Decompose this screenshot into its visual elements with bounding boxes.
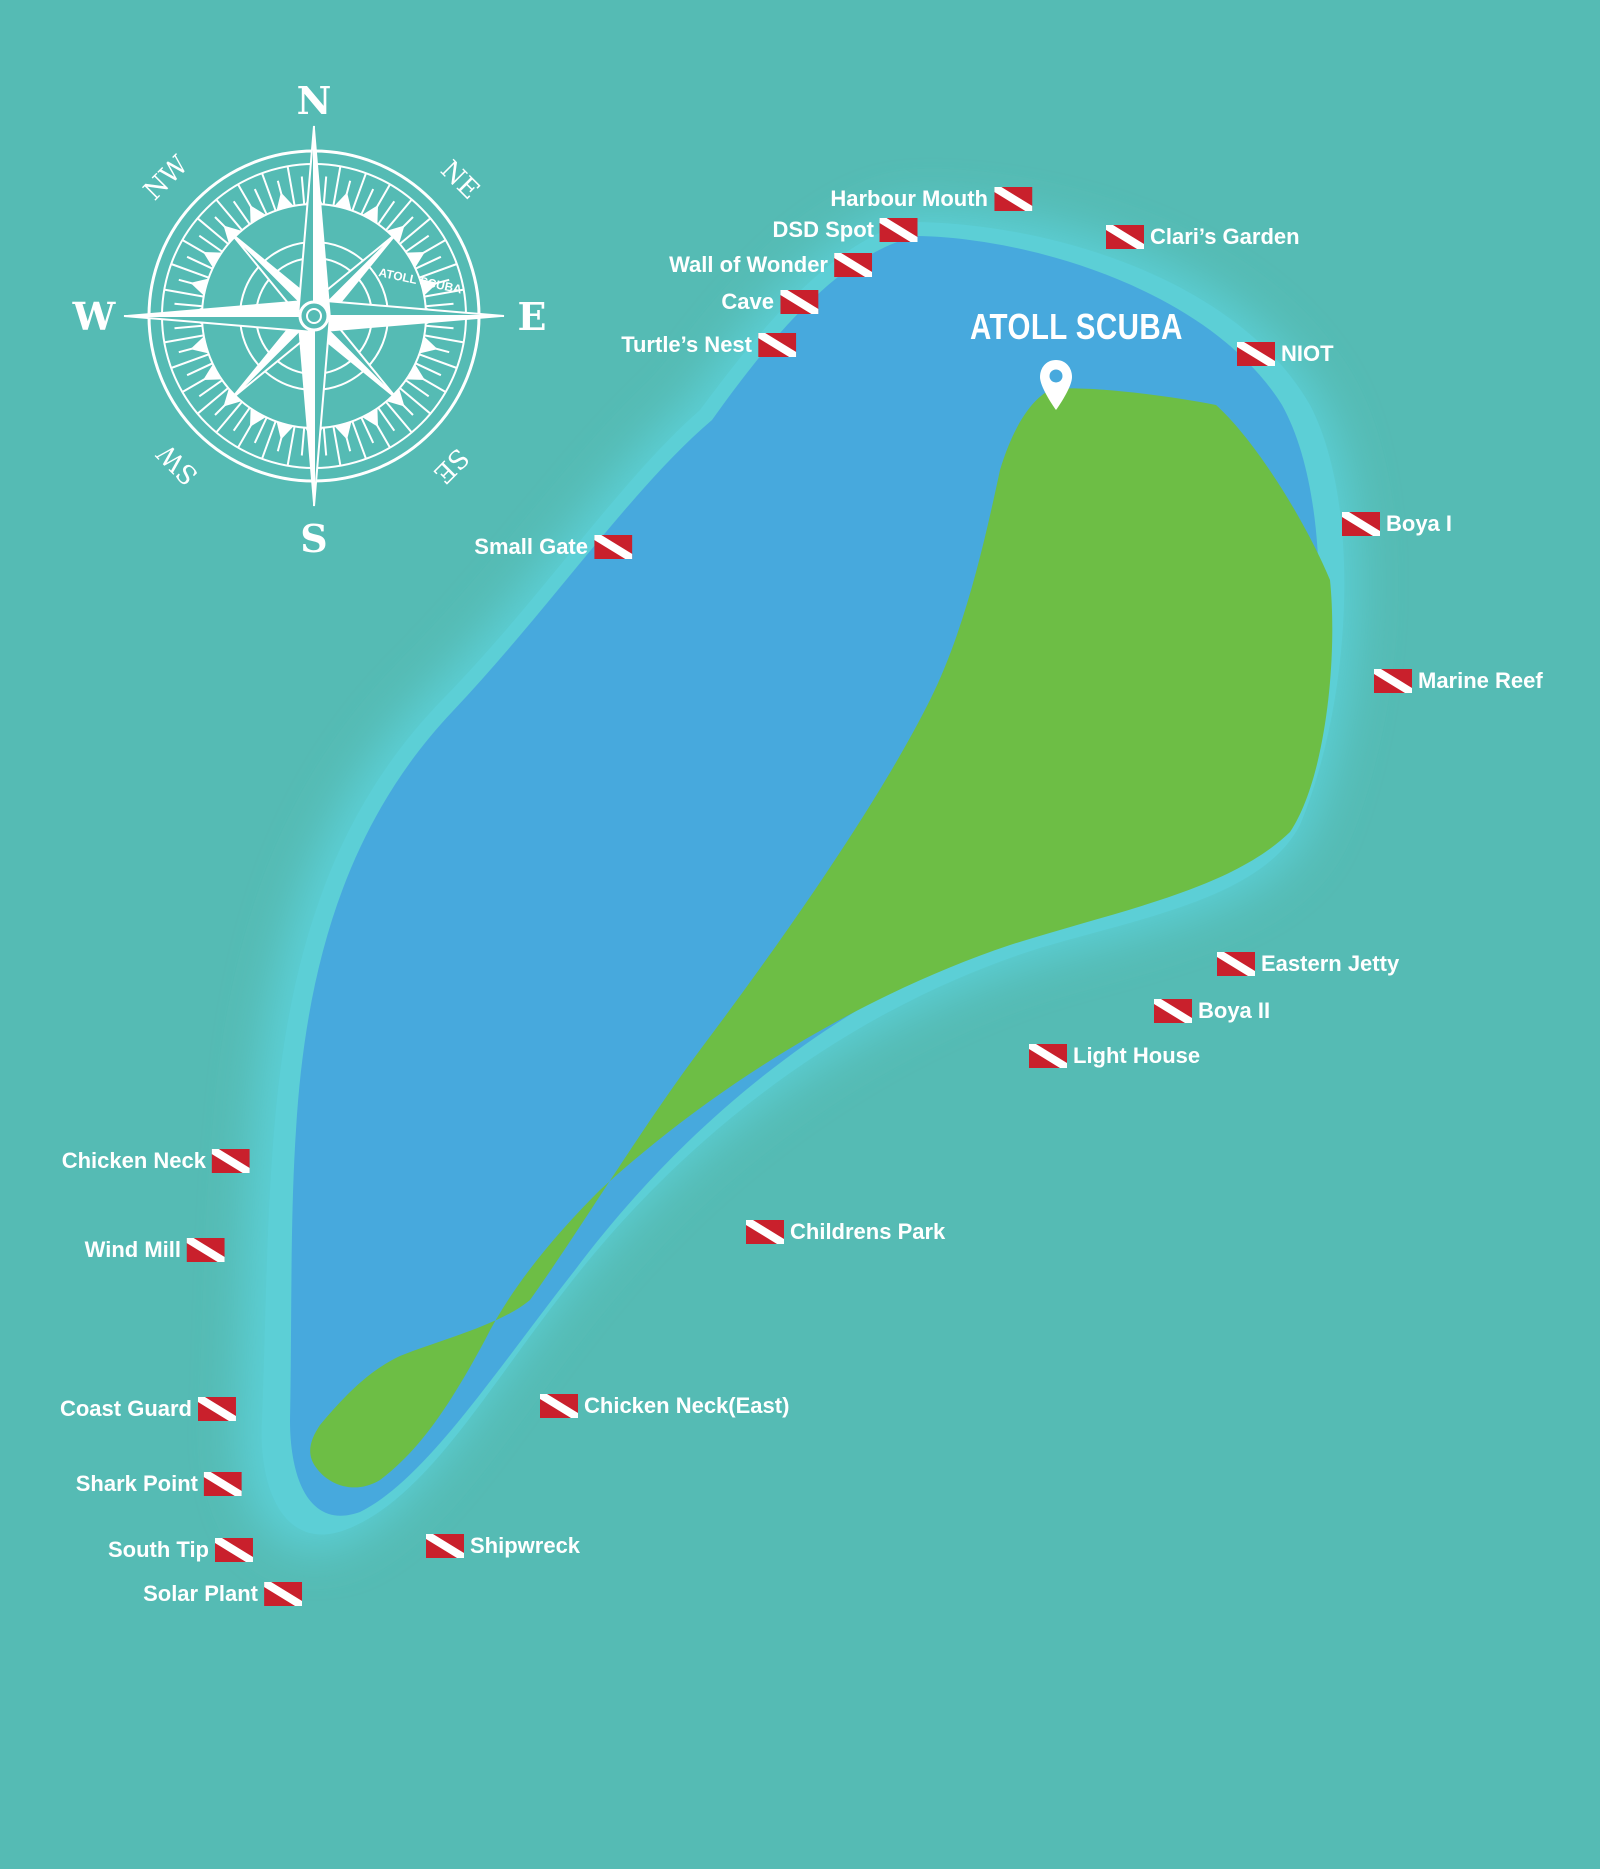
dive-flag-icon [264, 1582, 302, 1606]
dive-site-name: Clari’s Garden [1150, 224, 1300, 249]
compass-rose: ATOLL SCUBA N S W E NW NE SW SE [72, 78, 547, 561]
dive-site-chicken-neck-east[interactable]: Chicken Neck(East) [540, 1393, 789, 1419]
dive-site-eastern-jetty[interactable]: Eastern Jetty [1217, 951, 1399, 977]
dive-site-name: Coast Guard [59, 1396, 192, 1421]
dive-flag-icon [746, 1220, 784, 1244]
dive-flag-icon [1106, 225, 1144, 249]
dive-site-name: Boya I [1386, 511, 1453, 536]
dive-flag-icon [215, 1538, 253, 1562]
dive-flag-icon [1374, 669, 1412, 693]
compass-ne-label: NE [434, 155, 485, 206]
dive-site-name: Marine Reef [1418, 668, 1543, 693]
location-pin-icon[interactable] [1038, 358, 1074, 412]
dive-site-small-gate[interactable]: Small Gate [474, 534, 632, 560]
dive-site-coast-guard[interactable]: Coast Guard [60, 1396, 236, 1422]
dive-site-solar-plant[interactable]: Solar Plant [143, 1581, 302, 1607]
dive-site-niot[interactable]: NIOT [1237, 341, 1334, 367]
dive-flag-icon [187, 1238, 225, 1262]
dive-site-childrens-park[interactable]: Childrens Park [746, 1219, 945, 1245]
compass-ring-text: ATOLL SCUBA [377, 265, 463, 296]
dive-site-south-tip[interactable]: South Tip [108, 1537, 253, 1563]
dive-site-name: Chicken Neck(East) [584, 1393, 790, 1418]
compass-north-label: N [297, 78, 332, 123]
dive-flag-icon [758, 333, 796, 357]
dive-site-chicken-neck[interactable]: Chicken Neck [62, 1148, 250, 1174]
dive-site-wind-mill[interactable]: Wind Mill [85, 1237, 225, 1263]
dive-site-dsd-spot[interactable]: DSD Spot [773, 217, 918, 243]
dive-site-name: Shark Point [75, 1471, 198, 1496]
dive-site-marine-reef[interactable]: Marine Reef [1374, 668, 1543, 694]
dive-site-claris-garden[interactable]: Clari’s Garden [1106, 224, 1300, 250]
compass-west-label: W [72, 294, 117, 339]
compass-south-label: S [300, 516, 327, 561]
compass-se-label: SE [427, 442, 474, 489]
dive-site-light-house[interactable]: Light House [1029, 1043, 1200, 1069]
dive-site-harbour-mouth[interactable]: Harbour Mouth [830, 186, 1032, 212]
dive-site-turtles-nest[interactable]: Turtle’s Nest [621, 332, 796, 358]
dive-site-name: Solar Plant [143, 1581, 258, 1606]
dive-flag-icon [880, 218, 918, 242]
dive-site-name: Small Gate [474, 534, 588, 559]
dive-flag-icon [1237, 342, 1275, 366]
dive-flag-icon [834, 253, 872, 277]
dive-site-name: DSD Spot [772, 217, 874, 242]
dive-site-name: Wind Mill [84, 1237, 181, 1262]
dive-site-name: Chicken Neck [61, 1148, 206, 1173]
dive-flag-icon [1217, 952, 1255, 976]
dive-center-label: ATOLL SCUBA [970, 306, 1183, 347]
dive-site-name: Turtle’s Nest [621, 332, 752, 357]
dive-flag-icon [204, 1472, 242, 1496]
dive-site-name: Boya II [1198, 998, 1271, 1023]
dive-site-name: Cave [721, 289, 774, 314]
dive-site-name: Shipwreck [470, 1533, 581, 1558]
dive-flag-icon [594, 535, 632, 559]
dive-site-name: Childrens Park [790, 1219, 946, 1244]
dive-site-name: Light House [1073, 1043, 1201, 1068]
compass-sw-label: SW [151, 437, 204, 490]
dive-flag-icon [1154, 999, 1192, 1023]
dive-site-cave[interactable]: Cave [721, 289, 818, 315]
dive-flag-icon [540, 1394, 578, 1418]
dive-site-boya-2[interactable]: Boya II [1154, 998, 1270, 1024]
dive-site-wall-of-wonder[interactable]: Wall of Wonder [669, 252, 872, 278]
dive-site-name: NIOT [1281, 341, 1334, 366]
dive-site-name: Wall of Wonder [669, 252, 828, 277]
dive-flag-icon [1342, 512, 1380, 536]
dive-flag-icon [198, 1397, 236, 1421]
island-land [310, 388, 1333, 1488]
dive-site-name: Harbour Mouth [830, 186, 988, 211]
compass-east-label: E [518, 294, 547, 339]
dive-flag-icon [994, 187, 1032, 211]
dive-flag-icon [1029, 1044, 1067, 1068]
dive-site-shipwreck[interactable]: Shipwreck [426, 1533, 580, 1559]
dive-flag-icon [780, 290, 818, 314]
dive-site-name: South Tip [107, 1537, 209, 1562]
dive-site-shark-point[interactable]: Shark Point [76, 1471, 242, 1497]
compass-nw-label: NW [138, 150, 194, 206]
dive-flag-icon [212, 1149, 250, 1173]
dive-flag-icon [426, 1534, 464, 1558]
dive-site-name: Eastern Jetty [1261, 951, 1400, 976]
dive-site-boya-1[interactable]: Boya I [1342, 511, 1452, 537]
